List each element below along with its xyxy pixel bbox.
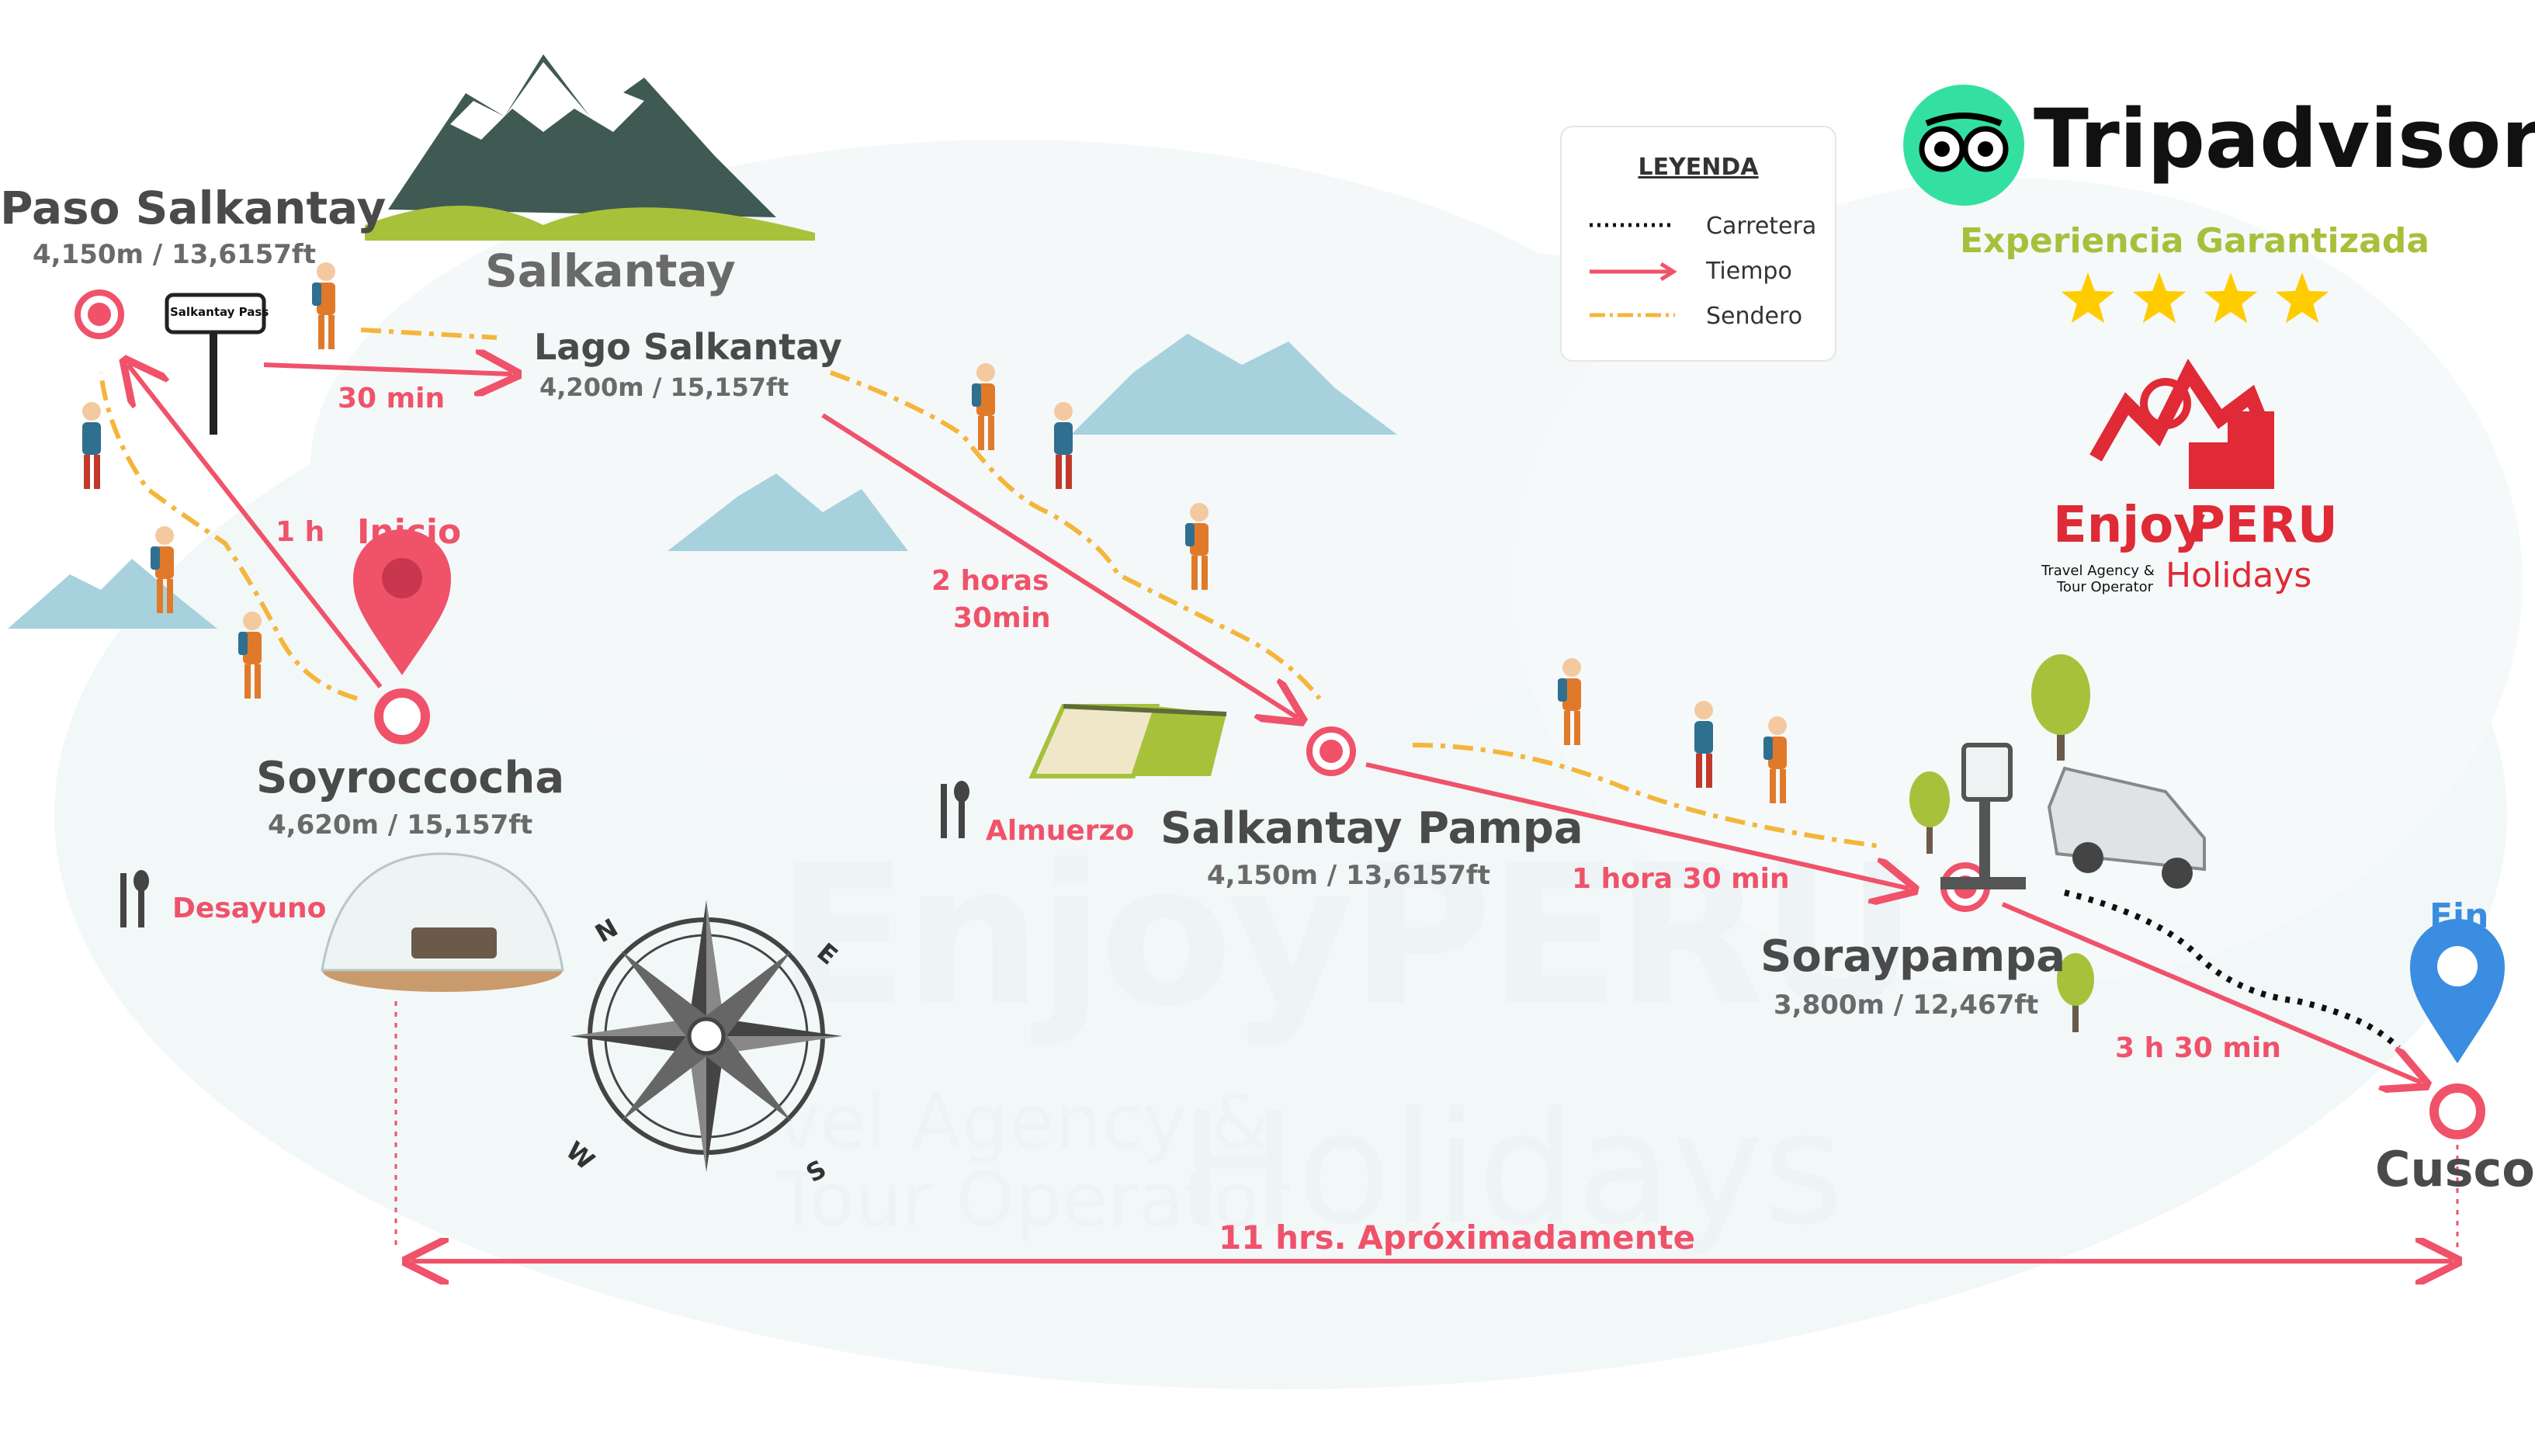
salkantay-pass-sign [165, 293, 266, 435]
watermark-text-1: EnjoyPERU [776, 823, 1918, 1049]
dome-tent-illustration [321, 852, 564, 992]
place-name-soraypampa: Soraypampa [1760, 931, 2066, 982]
star-icon [2275, 272, 2329, 324]
time-arrows [128, 365, 2457, 1261]
van-icon [2047, 766, 2206, 889]
star-icon [2061, 272, 2115, 324]
time-label-4: 1 hora 30 min [1572, 863, 1790, 895]
logo-sub-2: Tour Operator [2057, 579, 2154, 595]
place-name-cusco: Cusco [2375, 1141, 2535, 1198]
rating-stars [2061, 272, 2329, 324]
watermark-text-3: Tour Operator [776, 1156, 1290, 1243]
meal-lunch-label: Almuerzo [986, 815, 1135, 847]
place-name-paso-salkantay: Paso Salkantay [0, 182, 387, 234]
tent-illustration [1028, 704, 1227, 778]
logo-word-holidays: Holidays [2166, 556, 2312, 595]
time-label-1: 1 h [276, 516, 325, 548]
hiker-figures [82, 262, 1787, 803]
tripadvisor-wordmark: Tripadvisor [2034, 92, 2535, 186]
watermark-text-4: Holidays [1180, 1079, 1844, 1260]
trail-paths [99, 328, 1879, 848]
blue-mountains-center [668, 334, 1397, 551]
time-label-3b: 30min [953, 602, 1051, 634]
star-icon [2204, 272, 2258, 324]
logo-sub-1: Travel Agency & [2041, 563, 2155, 579]
mountain-title: Salkantay [485, 244, 736, 297]
watermark-text-2: vel Agency & [776, 1079, 1269, 1166]
place-altitude-soraypampa: 3,800m / 12,467ft [1774, 990, 2039, 1021]
legend-label: Tiempo [1706, 258, 1792, 285]
time-label-5: 3 h 30 min [2115, 1032, 2281, 1064]
star-icon [2132, 272, 2186, 324]
place-name-lago-salkantay: Lago Salkantay [534, 326, 842, 368]
sign-text: Salkantay Pass [170, 305, 269, 319]
tree-icons [1909, 654, 2094, 1032]
legend-box: LEYENDA Carretera Tiempo Sendero [1560, 126, 1836, 362]
logo-word-enjoy: Enjoy [2053, 497, 2206, 554]
compass-rose-icon [570, 900, 842, 1172]
legend-title: LEYENDA [1638, 154, 1759, 181]
legend-label: Sendero [1706, 303, 1803, 330]
logo-word-peru: PERU [2189, 497, 2338, 554]
place-altitude-lago-salkantay: 4,200m / 15,157ft [539, 373, 789, 402]
place-name-salkantay-pampa: Salkantay Pampa [1160, 803, 1583, 854]
total-time-label: 11 hrs. Apróximadamente [1219, 1219, 1696, 1257]
road-path [2064, 889, 2401, 1050]
legend-label: Carretera [1706, 213, 1817, 240]
place-altitude-salkantay-pampa: 4,150m / 13,6157ft [1207, 860, 1490, 891]
salkantay-mountain-illustration [365, 54, 815, 241]
end-pin-icon [2410, 919, 2505, 1063]
blue-mountains-left [8, 559, 217, 629]
end-marker-label: Fin [2429, 896, 2489, 936]
bus-stop-sign [1940, 743, 2026, 889]
time-label-2: 30 min [338, 383, 446, 414]
place-name-soyroccocha: Soyroccocha [256, 753, 565, 803]
time-label-3a: 2 horas [931, 565, 1049, 597]
tripadvisor-owl-icon [1903, 85, 2024, 206]
cutlery-icons [120, 781, 969, 927]
start-marker-label: Inicio [357, 512, 462, 552]
enjoy-peru-logo-icon [2089, 359, 2274, 489]
place-altitude-soyroccocha: 4,620m / 15,157ft [268, 809, 533, 841]
meal-breakfast-label: Desayuno [172, 893, 327, 924]
guarantee-text: Experiencia Garantizada [1960, 221, 2430, 261]
place-altitude-paso-salkantay: 4,150m / 13,6157ft [33, 239, 316, 270]
waypoint-markers [75, 289, 2485, 1139]
start-pin-icon [352, 529, 451, 675]
